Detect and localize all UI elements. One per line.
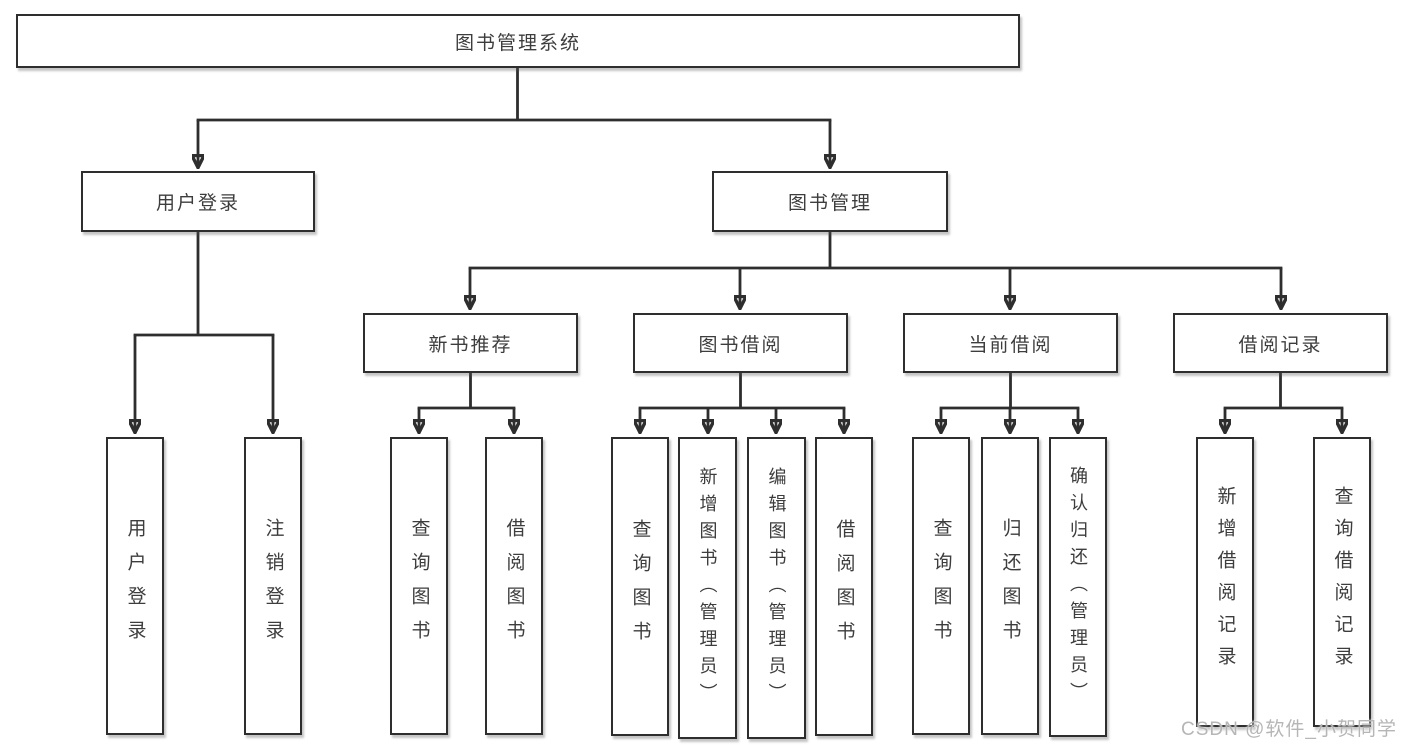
leaf-label: 注销登录: [262, 518, 284, 654]
leaf-borrow-book-1: 借阅图书: [485, 437, 543, 735]
leaf-user-login: 用户登录: [106, 437, 164, 735]
node-book-borrow: 图书借阅: [633, 313, 848, 373]
connector-arrows: [135, 120, 1342, 432]
leaf-query-book-2: 查询图书: [611, 437, 669, 736]
leaf-label: 查询图书: [629, 518, 651, 655]
leaf-query-book-1: 查询图书: [390, 437, 448, 735]
node-user-login: 用户登录: [81, 171, 315, 232]
leaf-query-borrow-record: 查询借阅记录: [1313, 437, 1371, 727]
leaf-add-borrow-record: 新增借阅记录: [1196, 437, 1254, 727]
node-library-system: 图书管理系统: [16, 14, 1020, 68]
leaf-label: 新增借阅记录: [1214, 486, 1236, 678]
leaf-label: 查询图书: [930, 518, 952, 654]
leaf-edit-book-admin: 编辑图书（管理员）: [747, 437, 806, 739]
connector-skeleton: [133, 66, 1344, 410]
node-new-book-recommend: 新书推荐: [363, 313, 578, 373]
leaf-return-book: 归还图书: [981, 437, 1039, 735]
leaf-label: 借阅图书: [503, 518, 525, 654]
leaf-borrow-book-2: 借阅图书: [815, 437, 873, 736]
leaf-logout-login: 注销登录: [244, 437, 302, 735]
leaf-label: 查询图书: [408, 518, 430, 654]
leaf-confirm-return-admin: 确认归还（管理员）: [1049, 437, 1107, 737]
leaf-label: 查询借阅记录: [1331, 486, 1353, 678]
leaf-label: 确认归还（管理员）: [1068, 465, 1088, 709]
leaf-label: 用户登录: [124, 518, 146, 654]
csdn-watermark: CSDN @软件_小贺同学: [1181, 719, 1397, 740]
leaf-add-book-admin: 新增图书（管理员）: [678, 437, 737, 739]
leaf-label: 新增图书（管理员）: [697, 466, 718, 710]
leaf-label: 归还图书: [999, 518, 1021, 654]
leaf-query-book-3: 查询图书: [912, 437, 970, 735]
leaf-label: 借阅图书: [833, 518, 855, 655]
node-current-borrow: 当前借阅: [903, 313, 1118, 373]
node-book-management: 图书管理: [712, 171, 948, 232]
node-borrow-records: 借阅记录: [1173, 313, 1388, 373]
leaf-label: 编辑图书（管理员）: [766, 466, 787, 710]
